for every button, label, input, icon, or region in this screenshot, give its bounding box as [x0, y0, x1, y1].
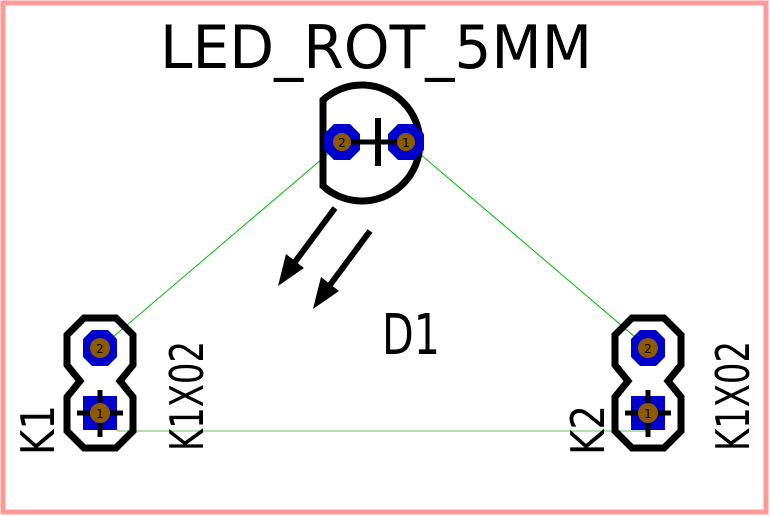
pad-number: 1	[402, 136, 410, 150]
drill-hole	[333, 133, 351, 151]
led-name-label: D1	[382, 303, 440, 368]
led-d1[interactable]: 2 1	[278, 81, 424, 309]
connector-name-label: K2	[561, 405, 615, 455]
pad-number: 2	[644, 342, 652, 356]
pad-number: 1	[96, 407, 104, 421]
drill-hole	[90, 403, 110, 423]
led-value-label: LED_ROT_5MM	[160, 13, 592, 83]
light-emission-arrows-icon	[278, 206, 373, 309]
drill-hole	[397, 133, 415, 151]
connector-k2[interactable]: 2 1	[611, 314, 685, 452]
connector-value-label: K1X02	[706, 341, 760, 451]
connector-k1[interactable]: 2 1	[63, 314, 137, 452]
drill-hole	[638, 338, 658, 358]
pad-number: 2	[96, 342, 104, 356]
airwire-d1-k2	[405, 141, 649, 349]
pad-number: 2	[338, 136, 346, 150]
connector-outline	[611, 314, 685, 452]
connector-name-label: K1	[11, 405, 65, 455]
connector-outline	[63, 314, 137, 452]
drill-hole	[90, 338, 110, 358]
airwire-d1-k1	[99, 141, 343, 349]
drill-hole	[638, 403, 658, 423]
connector-value-label: K1X02	[160, 341, 214, 451]
pad-number: 1	[644, 407, 652, 421]
